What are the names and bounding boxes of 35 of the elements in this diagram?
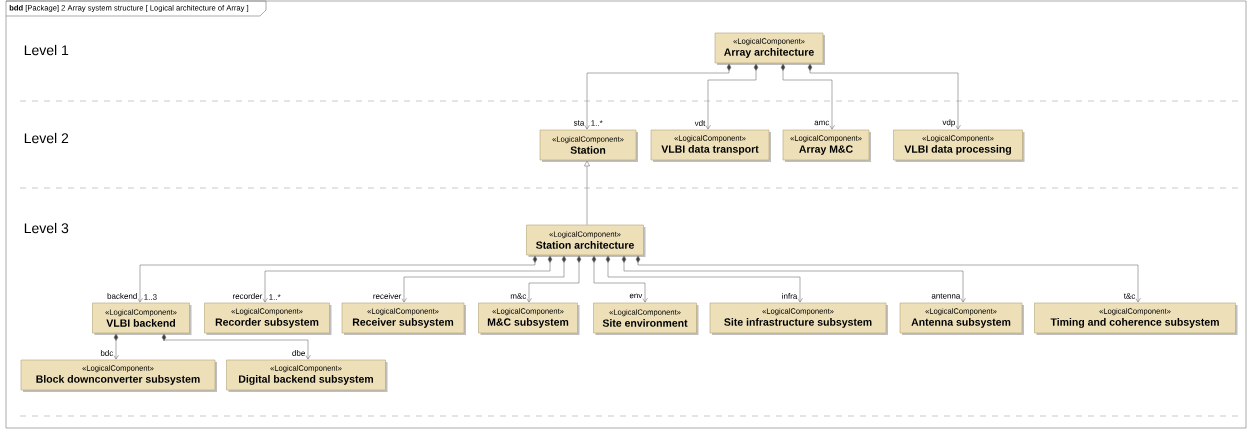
role-label: antenna [930, 292, 961, 300]
connector [591, 255, 648, 303]
role-label: m&c [509, 292, 527, 300]
connector [526, 255, 582, 303]
role-label: amc [813, 120, 830, 126]
multiplicity: 1..3 [144, 294, 157, 300]
role-label: infra [781, 292, 798, 300]
role-label: receiver [372, 292, 402, 300]
connector [780, 63, 835, 130]
multiplicity: 1..* [269, 294, 281, 300]
connector [262, 255, 553, 303]
role-label: recorder [232, 292, 263, 300]
role-label: env [628, 293, 643, 299]
level-label: Level 3 [24, 222, 69, 234]
multiplicity: 1..* [591, 120, 603, 126]
role-label: vdt [694, 119, 706, 127]
role-label: t&c [1123, 292, 1136, 300]
connector [635, 255, 1141, 303]
role-label: sta [573, 119, 585, 127]
connector [705, 63, 759, 130]
connector [584, 160, 590, 225]
connector [584, 63, 732, 130]
role-label: dbe [291, 349, 306, 357]
connector [605, 255, 803, 303]
connector [621, 255, 966, 303]
connector [113, 333, 119, 360]
connector [137, 255, 538, 303]
role-label: bdc [99, 349, 114, 357]
level-label: Level 1 [24, 44, 69, 56]
connector [161, 333, 311, 360]
level-label: Level 2 [24, 132, 69, 144]
connector [807, 63, 961, 130]
role-label: backend [106, 292, 138, 300]
connector [401, 255, 567, 303]
role-label: vdp [941, 118, 956, 128]
